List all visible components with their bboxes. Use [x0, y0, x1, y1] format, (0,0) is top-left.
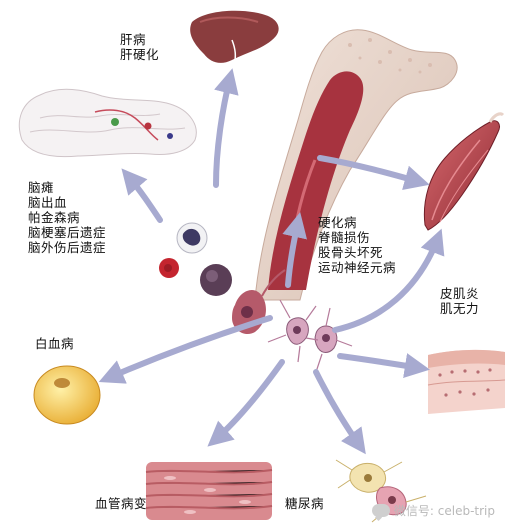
fat-cell-illustration [33, 365, 101, 425]
watermark-text: 微信号: celeb-trip [393, 504, 495, 518]
arrow-to-muscle-from-neurons [332, 228, 445, 333]
arrows [98, 68, 445, 455]
arrow-to-vessel [207, 359, 285, 447]
arrow-to-brain [121, 168, 163, 223]
arrow-to-skin [337, 353, 430, 379]
watermark: 微信号: celeb-trip [371, 502, 495, 519]
arrow-to-diabetes [313, 369, 366, 455]
brain-label: 脑瘫 脑出血 帕金森病 脑梗塞后遗症 脑外伤后遗症 [28, 180, 107, 255]
leukemia-label: 白血病 [35, 336, 75, 351]
neuron-cells [267, 299, 353, 373]
vessel-illustration [145, 462, 273, 520]
muscle-label: 皮肌炎 肌无力 [440, 286, 480, 316]
arrow-to-spine [282, 212, 308, 288]
diabetes-label: 糖尿病 [285, 496, 325, 511]
spine-label: 硬化病 脊髓损伤 股骨头坏死 运动神经元病 [318, 215, 397, 275]
vascular-label: 血管病变 [95, 496, 148, 511]
arrow-to-leukemia [98, 315, 273, 384]
brain-illustration [18, 88, 197, 158]
skin-illustration [427, 349, 505, 414]
muscle-illustration [423, 112, 505, 231]
chat-bubble-icon [371, 504, 390, 517]
liver-illustration [190, 10, 279, 65]
arrow-to-muscle [317, 155, 430, 191]
blood-cells [159, 222, 286, 335]
liver-label: 肝病 肝硬化 [120, 32, 160, 62]
arrow-to-liver [213, 68, 239, 188]
